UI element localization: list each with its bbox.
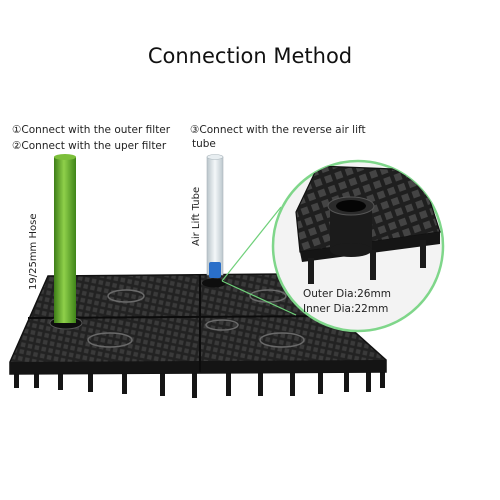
page-title: Connection Method	[147, 44, 353, 68]
blue-fitting	[209, 262, 221, 278]
note-upper-filter: ②Connect with the uper filter	[12, 140, 167, 152]
outer-diameter-label: Outer Dia:26mm	[303, 288, 391, 300]
plate-legs	[14, 364, 385, 398]
note-outer-filter: ①Connect with the outer filter	[12, 124, 171, 136]
note-reverse-air-lift-cont: tube	[192, 138, 216, 150]
inner-diameter-label: Inner Dia:22mm	[303, 303, 389, 315]
air-lift-tube-label: Air Lift Tube	[191, 186, 202, 246]
hose-label: 19/25mm Hose	[28, 213, 39, 290]
air-lift-tube	[206, 156, 224, 276]
green-hose	[54, 157, 76, 323]
note-reverse-air-lift: ③Connect with the reverse air lift	[190, 124, 366, 136]
